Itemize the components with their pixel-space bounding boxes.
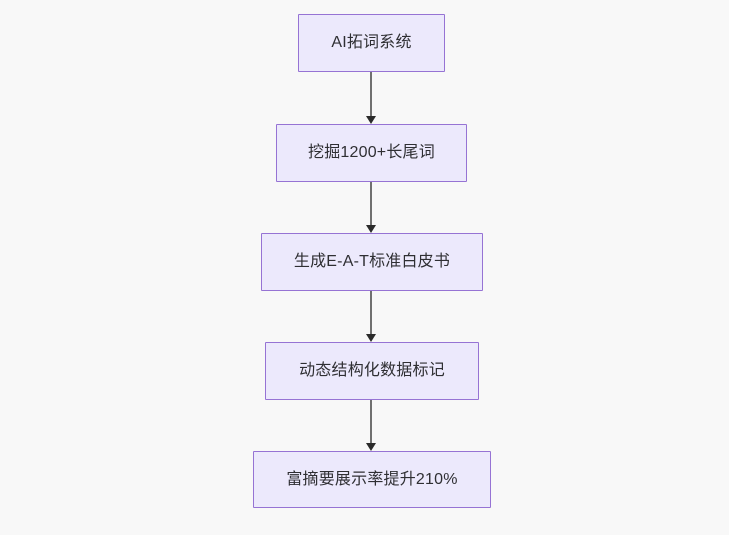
arrowhead-icon (366, 443, 376, 451)
arrowhead-icon (366, 334, 376, 342)
flow-node-label: 富摘要展示率提升210% (286, 470, 458, 488)
edge-line (370, 400, 372, 443)
edge-line (370, 182, 372, 225)
edge-line (370, 291, 372, 334)
flow-node-label: 挖掘1200+长尾词 (308, 144, 435, 161)
arrowhead-icon (366, 225, 376, 233)
flow-node-label: 生成E-A-T标准白皮书 (293, 253, 451, 270)
flow-node-ai-keyword-system[interactable]: AI拓词系统 (298, 14, 445, 72)
edge-line (370, 72, 372, 116)
flow-node-label: AI拓词系统 (331, 34, 412, 51)
flow-node-longtail-mining[interactable]: 挖掘1200+长尾词 (276, 124, 467, 182)
flow-node-label: 动态结构化数据标记 (299, 362, 445, 379)
flow-node-structured-data-markup[interactable]: 动态结构化数据标记 (265, 342, 479, 400)
arrowhead-icon (366, 116, 376, 124)
flow-node-rich-snippet-uplift[interactable]: 富摘要展示率提升210% (253, 451, 491, 508)
flow-node-eat-whitepaper[interactable]: 生成E-A-T标准白皮书 (261, 233, 483, 291)
